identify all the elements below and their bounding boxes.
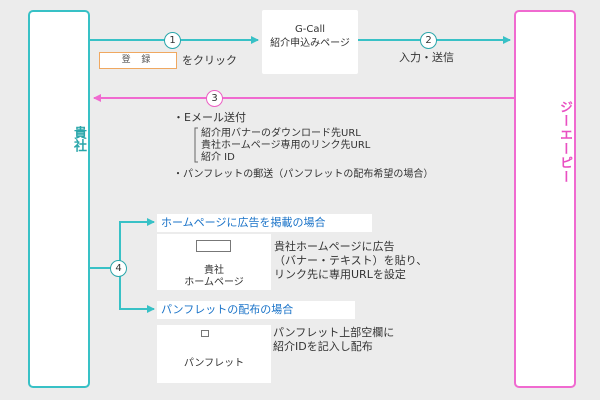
- pamphlet-pane-label: パンフレット: [183, 358, 245, 369]
- step1-number: 1: [164, 32, 181, 49]
- step1-action-text: をクリック: [182, 54, 237, 67]
- email-item: 貴社ホームページ専用のリンク先URL: [201, 140, 371, 151]
- step2-text: 入力・送信: [399, 51, 454, 64]
- gcall-page-box: G-Call 紹介申込みページ: [262, 10, 358, 74]
- banner-placeholder: [196, 240, 231, 252]
- pamphlet-pane: パンフレット: [157, 325, 271, 383]
- step3-number: 3: [206, 90, 223, 107]
- homepage-desc-line: （バナー・テキスト）を貼り、: [274, 254, 428, 267]
- company-label: 貴社: [71, 126, 86, 152]
- gcall-title: G-Call: [294, 24, 326, 35]
- step2-number: 2: [420, 32, 437, 49]
- pamphlet-desc-line: 紹介IDを記入し配布: [273, 340, 373, 353]
- pamphlet-desc-line: パンフレット上部空欄に: [273, 326, 395, 339]
- email-item: 紹介 ID: [201, 152, 235, 163]
- homepage-pane: 貴社 ホームページ: [157, 234, 271, 290]
- homepage-desc-line: リンク先に専用URLを設定: [274, 268, 406, 281]
- email-item: 紹介用バナーのダウンロード先URL: [201, 128, 361, 139]
- homepage-heading: ホームページに広告を掲載の場合: [157, 214, 372, 232]
- homepage-pane-line1: 貴社: [204, 265, 224, 276]
- gap-label: ジーエーピー: [557, 100, 572, 184]
- company-column: 貴社: [28, 10, 90, 388]
- register-button[interactable]: 登 録: [99, 52, 177, 69]
- pamphlet-heading: パンフレットの配布の場合: [157, 301, 355, 319]
- id-placeholder: [201, 330, 209, 337]
- homepage-desc-line: 貴社ホームページに広告: [274, 240, 395, 253]
- pamphlet-mail-text: ・パンフレットの郵送（パンフレットの配布希望の場合）: [173, 169, 434, 180]
- email-title: ・Eメール送付: [173, 111, 246, 124]
- step4-number: 4: [110, 260, 127, 277]
- homepage-pane-line2: ホームページ: [184, 277, 244, 288]
- email-items-bracket: [194, 127, 198, 163]
- gap-column: ジーエーピー: [514, 10, 576, 388]
- gcall-subtitle: 紹介申込みページ: [270, 38, 350, 49]
